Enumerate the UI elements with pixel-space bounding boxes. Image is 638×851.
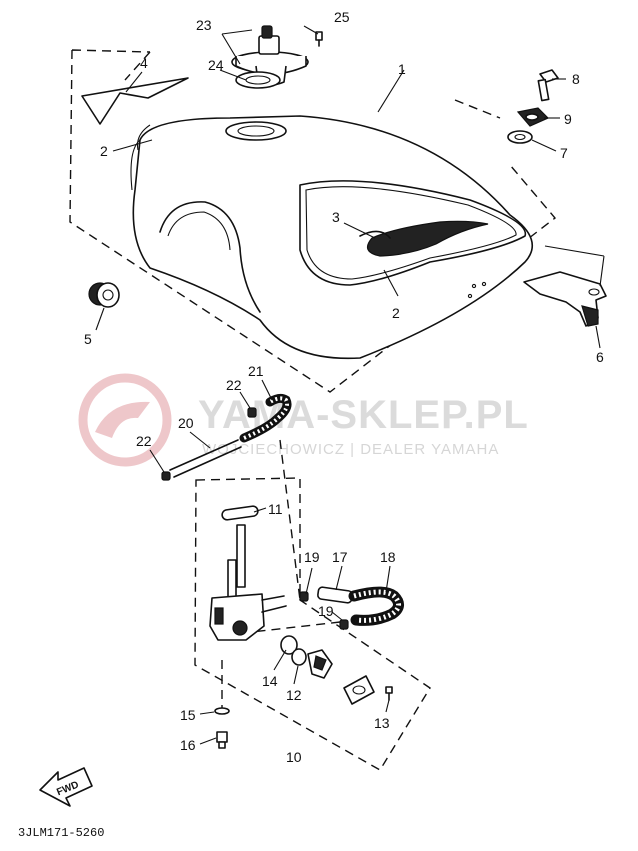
callout-20: 20	[178, 415, 194, 431]
part-5-damper	[88, 282, 120, 308]
callout-8: 8	[572, 71, 580, 87]
part-14-lever-gasket	[280, 635, 298, 655]
callout-16: 16	[180, 737, 196, 753]
part-22-clip-lower	[161, 471, 171, 481]
watermark-dealer: WOJCIECHOWICZ | DEALER YAMAHA	[202, 441, 499, 458]
callout-21: 21	[248, 363, 264, 379]
part-7-collar	[507, 130, 533, 144]
callout-19: 19	[318, 603, 334, 619]
part-19-clip-lower	[339, 619, 349, 630]
tank-assembly-boundary-2	[454, 99, 501, 119]
callout-1: 1	[398, 61, 406, 77]
part-12-wave-washer	[291, 648, 307, 666]
callout-2: 2	[392, 305, 400, 321]
part-25-cap-screw	[315, 31, 323, 47]
callout-4: 4	[140, 55, 148, 71]
callout-19: 19	[304, 549, 320, 565]
hose-leader-dash	[279, 439, 301, 601]
part-6-mount-bracket	[523, 271, 607, 327]
part-21-fuel-hose	[239, 393, 292, 443]
callout-10: 10	[286, 749, 302, 765]
callout-3: 3	[332, 209, 340, 225]
part-18-vacuum-hose	[348, 586, 404, 626]
part-13-screw	[385, 686, 393, 701]
callout-22: 22	[136, 433, 152, 449]
callout-11: 11	[268, 501, 283, 517]
part-1-fuel-tank	[130, 115, 534, 360]
part-19-clip-upper	[299, 591, 309, 602]
tank-assembly-boundary	[69, 49, 557, 393]
callout-25: 25	[334, 9, 350, 25]
part-12-lever	[307, 649, 333, 679]
part-16-drain-screw	[216, 731, 228, 749]
callout-14: 14	[262, 673, 278, 689]
callout-17: 17	[332, 549, 348, 565]
fwd-arrow-icon: FWD	[39, 767, 93, 807]
watermark-logo-mark	[95, 401, 150, 438]
callout-6: 6	[596, 349, 604, 365]
part-4-emblem	[81, 77, 189, 125]
part-3-tank-badge	[359, 220, 489, 257]
callout-12: 12	[286, 687, 302, 703]
lever-plate	[343, 675, 375, 705]
callout-24: 24	[208, 57, 224, 73]
part-22-clip-upper	[247, 407, 257, 418]
part-8-bolt	[537, 69, 559, 102]
fuel-cock-assembly-boundary	[194, 477, 431, 771]
callout-18: 18	[380, 549, 396, 565]
part-24-cap-gasket	[235, 71, 281, 89]
callouts: 1 2 2 3 4 5 6 7 8 9 10 11 12 13 14 15 16…	[84, 9, 604, 765]
leader-lines	[95, 25, 605, 745]
callout-2: 2	[100, 143, 108, 159]
watermark-logo-ring	[78, 373, 172, 467]
callout-5: 5	[84, 331, 92, 347]
callout-22: 22	[226, 377, 242, 393]
fuel-cock-body	[209, 524, 287, 641]
part-15-drain-washer	[214, 707, 230, 715]
callout-9: 9	[564, 111, 572, 127]
part-17-short-hose	[317, 586, 353, 604]
callout-23: 23	[196, 17, 212, 33]
part-20-fuel-pipe	[169, 439, 242, 478]
outlet-leader-dash	[251, 621, 341, 633]
part-9-washer	[516, 107, 550, 127]
callout-7: 7	[560, 145, 568, 161]
callout-13: 13	[374, 715, 390, 731]
diagram-code: 3JLM171-5260	[18, 826, 104, 840]
watermark: YAMA-SKLEP.PL WOJCIECHOWICZ | DEALER YAM…	[78, 373, 528, 467]
part-11-o-ring	[221, 505, 259, 521]
callout-15: 15	[180, 707, 196, 723]
